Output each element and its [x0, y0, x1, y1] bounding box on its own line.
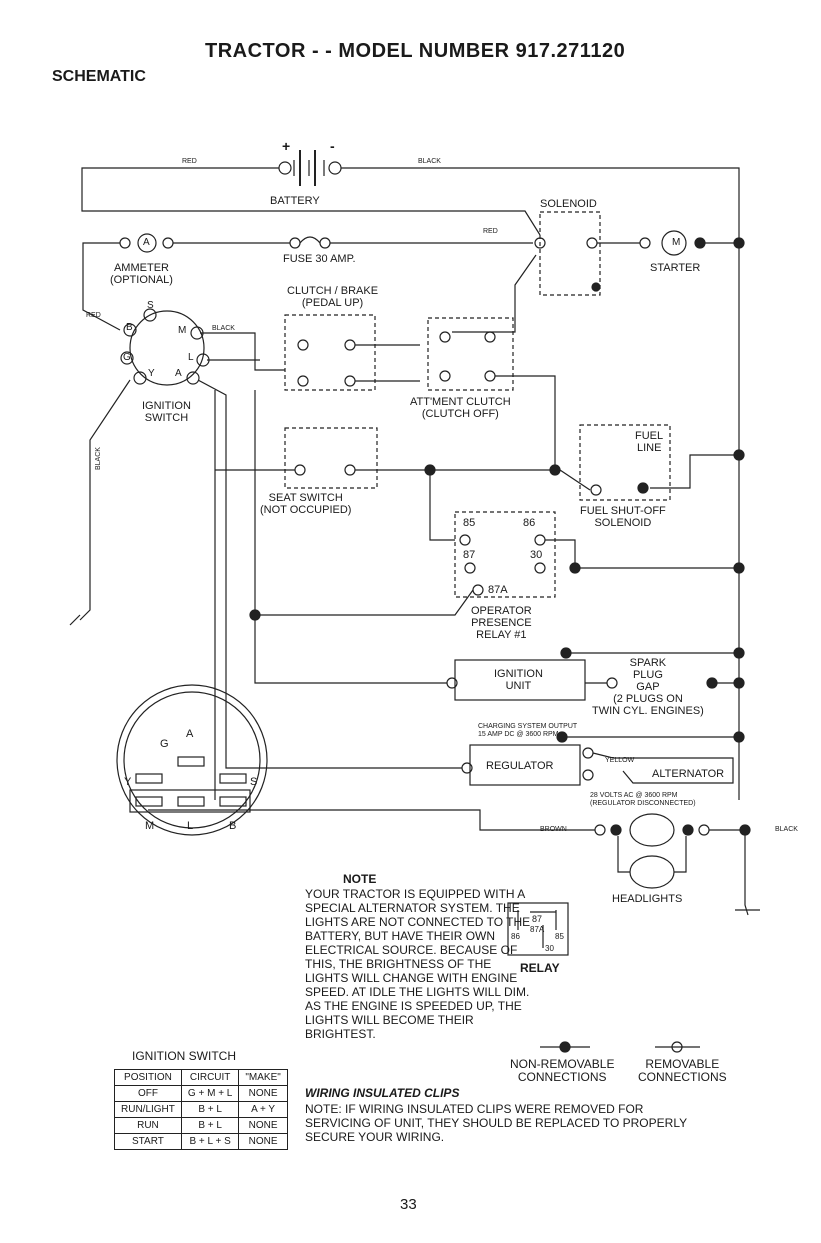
small-relay-85: 85 [555, 932, 564, 941]
small-relay-30: 30 [545, 944, 554, 953]
headlights-label: HEADLIGHTS [612, 893, 683, 905]
seat-switch-box [284, 427, 378, 489]
terminal-y: Y [148, 368, 155, 379]
clutch-brake-label: CLUTCH / BRAKE(PEDAL UP) [287, 285, 379, 309]
switch-face-label: IGNITION SWITCH [132, 1049, 236, 1063]
wire-red-solenoid-label: RED [483, 228, 498, 235]
page-title: TRACTOR - - MODEL NUMBER 917.271120 [205, 40, 626, 62]
wire-black-vertical-label: BLACK [95, 447, 102, 470]
solenoid-label: SOLENOID [540, 198, 597, 210]
terminal-l: L [188, 352, 194, 363]
starter-motor-symbol [661, 230, 687, 256]
solenoid-box [539, 211, 601, 296]
ammeter-label: AMMETER(OPTIONAL) [110, 262, 173, 286]
seat-switch-label: SEAT SWITCH(NOT OCCUPIED) [260, 492, 352, 516]
battery-minus: - [330, 138, 335, 154]
terminal-a: A [175, 368, 182, 379]
relay-pin-87: 87 [463, 549, 476, 561]
non-removable-symbol [559, 1041, 571, 1053]
wire-yellow-label: YELLOW [605, 757, 635, 764]
wire-black-label: BLACK [418, 158, 441, 165]
face-letter-m: M [145, 820, 155, 832]
relay-pin-85: 85 [463, 517, 476, 529]
table-header: CIRCUIT [180, 1069, 240, 1086]
wire-battery-red [81, 167, 541, 236]
wire-black-headlight-label: BLACK [775, 826, 798, 833]
clutch-brake-box [284, 314, 376, 391]
wire-battery-black [341, 167, 740, 800]
ignition-unit-box [454, 659, 586, 701]
motor-letter: M [672, 237, 681, 248]
switch-face-drawing [116, 684, 268, 836]
relay-pin-87a: 87A [488, 584, 508, 596]
terminal-b: B [126, 322, 133, 333]
operator-relay-box [454, 511, 556, 598]
fuel-solenoid-box [579, 424, 671, 501]
terminal-s: S [147, 300, 154, 311]
relay-diagram [507, 902, 569, 956]
headlight-2 [629, 855, 675, 889]
wiring-text: NOTE: IF WIRING INSULATED CLIPS WERE REM… [305, 1102, 687, 1144]
attachment-clutch-box [427, 317, 514, 391]
table-header-row: POSITION CIRCUIT "MAKE" [114, 1069, 288, 1086]
wire-brown-label: BROWN [540, 826, 567, 833]
terminal-m: M [178, 325, 187, 336]
battery-plus: + [282, 138, 291, 154]
ammeter-letter: A [143, 237, 150, 248]
face-letter-g: G [160, 738, 169, 750]
relay-pin-86: 86 [523, 517, 536, 529]
regulator-box [469, 744, 581, 786]
attachment-clutch-label: ATT'MENT CLUTCH(CLUTCH OFF) [410, 396, 511, 420]
page-number: 33 [400, 1196, 417, 1213]
regulator-label: REGULATOR [486, 760, 554, 772]
small-relay-87: 87 [532, 914, 543, 924]
small-relay-label: RELAY [520, 961, 560, 975]
fuse-label: FUSE 30 AMP. [283, 253, 356, 265]
wiring-heading: WIRING INSULATED CLIPS [305, 1086, 460, 1100]
wire-black-ignition-label: BLACK [212, 325, 235, 332]
alternator-label: ALTERNATOR [652, 768, 725, 780]
small-relay-86: 86 [511, 932, 520, 941]
note-heading: NOTE [343, 872, 377, 886]
face-letter-b: B [229, 820, 237, 832]
alternator-spec-label: 28 VOLTS AC @ 3600 RPM(REGULATOR DISCONN… [590, 792, 696, 807]
small-relay-87a: 87A [530, 925, 545, 934]
table-header: POSITION [114, 1069, 182, 1086]
ammeter-symbol [137, 233, 157, 253]
face-letter-l: L [187, 820, 194, 832]
battery-label: BATTERY [270, 195, 320, 207]
face-letter-s: S [250, 776, 258, 788]
terminal-g: G [123, 352, 131, 363]
schematic-heading: SCHEMATIC [52, 68, 146, 85]
wire-red-ignition-label: RED [86, 312, 101, 319]
starter-label: STARTER [650, 262, 701, 274]
battery-symbol [278, 150, 342, 186]
relay-pin-30: 30 [530, 549, 543, 561]
table-header: "MAKE" [238, 1069, 288, 1086]
note-text: YOUR TRACTOR IS EQUIPPED WITH A SPECIAL … [305, 887, 531, 1041]
face-letter-y: Y [124, 776, 132, 788]
ignition-switch-symbol [120, 308, 210, 386]
wire-red-label: RED [182, 158, 197, 165]
headlight-1 [629, 813, 675, 847]
removable-symbol [671, 1041, 683, 1053]
face-letter-a: A [186, 728, 194, 740]
